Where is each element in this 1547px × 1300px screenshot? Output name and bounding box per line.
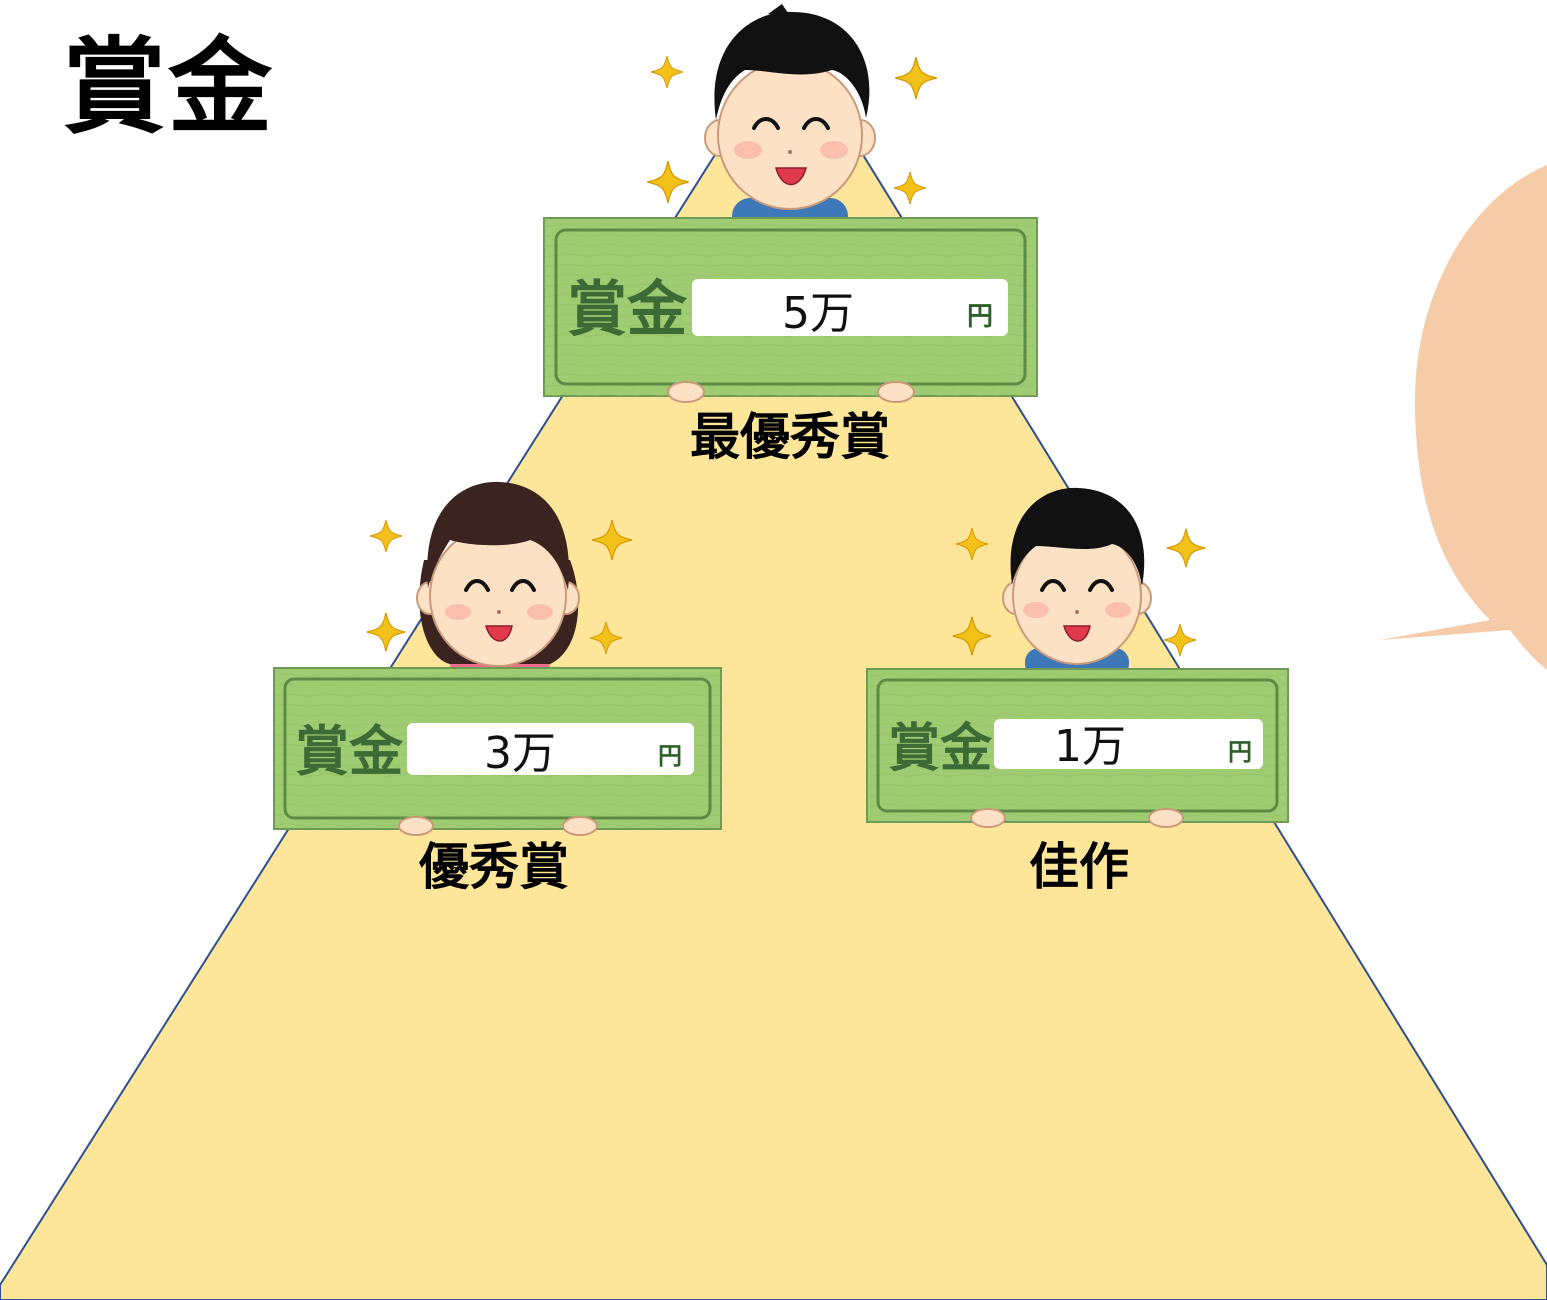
currency-unit: 円 bbox=[967, 302, 993, 332]
prize-rank-left: 優秀賞 bbox=[419, 838, 569, 896]
currency-unit: 円 bbox=[658, 742, 682, 770]
person-illustration-left bbox=[416, 481, 580, 678]
certificate-heading: 賞金 bbox=[567, 275, 688, 345]
sparkle-icon bbox=[646, 160, 690, 204]
prize-certificate-left: 賞金 3万 円 bbox=[273, 667, 722, 836]
prize-amount: 3万 bbox=[484, 728, 556, 779]
prize-certificate-right: 賞金 1万 円 bbox=[866, 668, 1289, 828]
sparkle-icon bbox=[650, 55, 684, 89]
prize-amount: 5万 bbox=[782, 288, 854, 339]
prize-certificate-top: 賞金 5万 円 bbox=[543, 217, 1038, 403]
prize-amount: 1万 bbox=[1054, 721, 1126, 772]
page-title: 賞金 bbox=[62, 26, 275, 148]
sparkle-icon bbox=[893, 171, 927, 205]
speech-bubble bbox=[1380, 165, 1547, 670]
prize-rank-right: 佳作 bbox=[1029, 838, 1129, 896]
certificate-heading: 賞金 bbox=[295, 720, 404, 783]
certificate-heading: 賞金 bbox=[888, 719, 993, 779]
sparkle-icon bbox=[1166, 528, 1206, 568]
sparkle-icon bbox=[369, 519, 403, 553]
sparkle-icon bbox=[894, 56, 938, 100]
currency-unit: 円 bbox=[1228, 738, 1252, 766]
sparkle-icon bbox=[366, 612, 406, 652]
prize-rank-top: 最優秀賞 bbox=[690, 408, 890, 466]
